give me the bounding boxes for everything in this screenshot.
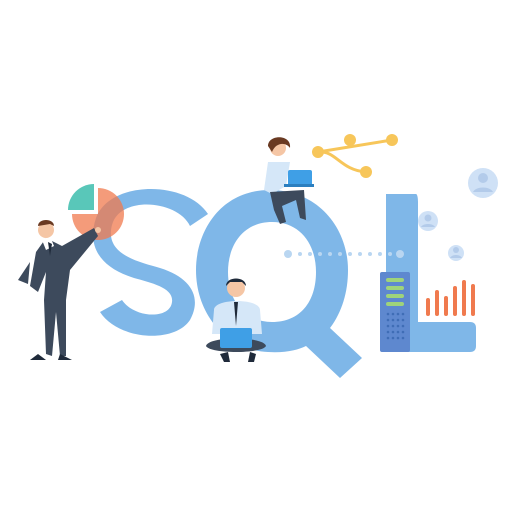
businessman-figure [18, 220, 101, 360]
dotted-connector [284, 250, 404, 258]
user-avatar-icon-small [418, 211, 438, 231]
workflow-icon [312, 134, 398, 178]
user-avatar-icon-tiny [448, 245, 464, 261]
server-rack-icon [380, 272, 410, 352]
bar-chart-icon [426, 280, 475, 316]
man-with-laptop-figure [206, 278, 266, 362]
pie-chart-icon [68, 184, 124, 240]
woman-with-laptop-figure [264, 137, 314, 224]
user-avatar-icon [468, 168, 498, 198]
letter-s [93, 188, 208, 336]
